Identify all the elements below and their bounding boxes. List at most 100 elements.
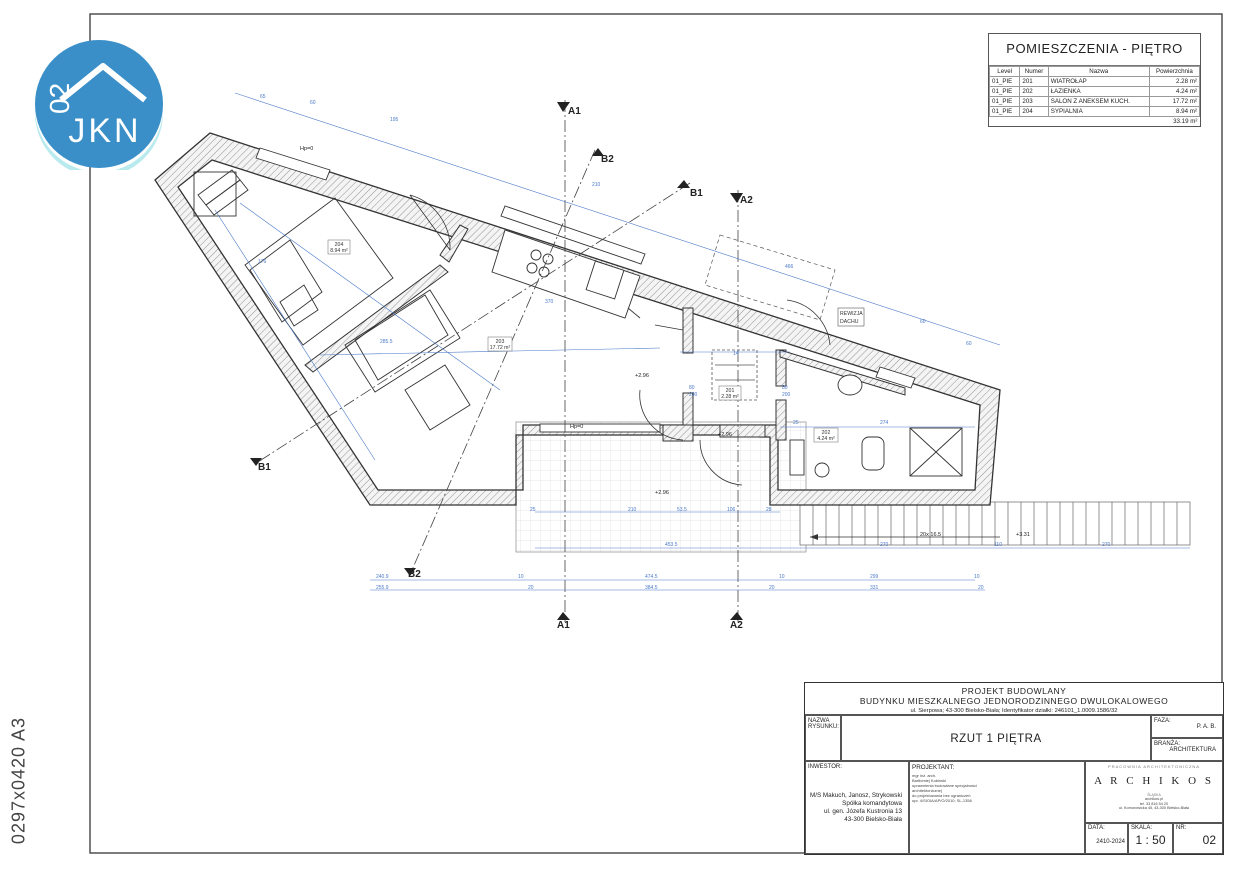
dim-top-8: 60 (966, 341, 972, 347)
number-cell: NR: 02 (1173, 823, 1223, 854)
cell: 01_PIE (988, 96, 1021, 107)
sofa (344, 289, 471, 431)
drawing-name: RZUT 1 PIĘTRA (950, 733, 1042, 745)
level-mark-1: +2.96 (635, 373, 649, 379)
dim-b1-3: 10 (779, 574, 785, 580)
windows (193, 147, 916, 433)
designer-cell: PROJEKTANT: mgr inż. arch. Bartłomiej Ko… (909, 761, 1085, 854)
studio-line-1: archikos.pl (1144, 797, 1164, 801)
table-row: 01_PIE 201 WIATROŁAP 2.28 m² (988, 76, 1201, 87)
room-202-number: 202 (822, 430, 831, 436)
section-label-b1-bottom: B1 (258, 462, 271, 473)
studio-block: archikos.pl tel. 33 816 54 20 ul. Komoro… (1086, 797, 1222, 811)
roof-hatch-label-2: DACHU (840, 319, 859, 325)
investor-label: INWESTOR: (808, 764, 842, 770)
cell: 01_PIE (988, 76, 1021, 87)
room-203-number: 203 (496, 339, 505, 345)
date-value: 2410-2024 (1096, 839, 1125, 845)
cell: 8.94 m² (1148, 106, 1201, 117)
room-201-area: 2.28 m² (721, 394, 739, 400)
cell: 202 (1019, 86, 1049, 97)
room-203-area: 17.72 m² (490, 345, 511, 351)
designer-label: PROJEKTANT: (912, 764, 955, 771)
cell: 01_PIE (988, 106, 1021, 117)
logo-number: 02 (44, 83, 75, 114)
roof-hatch-label-box (837, 307, 865, 327)
dim-inner-2: 176 (258, 259, 267, 265)
section-arrows (250, 102, 743, 620)
branch-value: ARCHITEKTURA (1169, 747, 1216, 753)
dim-mid-8: 270 (1102, 542, 1111, 548)
doors (409, 194, 831, 486)
drawing-name-label-1: NAZWA (808, 718, 830, 724)
cell: 4.24 m² (1148, 86, 1201, 97)
col-number: Numer (1019, 66, 1049, 77)
cell: SALON Z ANEKSEM KUCH. (1047, 96, 1150, 107)
phase-label: FAZA: (1154, 718, 1171, 724)
dim-inner-7: 25 (793, 420, 799, 426)
phase-value: P. A. B. (1196, 724, 1216, 730)
sheet-format-label: 0297x0420 A3 (8, 716, 29, 845)
cell: ŁAZIENKA (1047, 86, 1150, 97)
dim-inner-0: 370 (545, 299, 554, 305)
date-label: DATA: (1088, 825, 1105, 831)
dim-mid-7: 110 (994, 542, 1002, 548)
drawing-name-label-cell: NAZWA RYSUNKU: (805, 715, 841, 761)
designer-line-5: do projektowania bez ograniczeń (912, 793, 971, 798)
dim-b1-5: 10 (974, 574, 980, 580)
room-schedule-header: Level Numer Nazwa Powierzchnia (988, 66, 1201, 77)
height-mark-2: Hp=0 (570, 424, 583, 430)
designer-line-3: uprawnienia budowlane specjalności (912, 783, 977, 788)
investor-line-3: ul. gen. Józefa Kustronia 13 (823, 808, 902, 815)
designer-line-2: Bartłomiej Kobinski (912, 778, 947, 783)
logo-circle (35, 40, 163, 168)
dim-b2-5: 20 (978, 585, 984, 591)
staircase (799, 501, 1191, 546)
investor-line-4: 43-300 Bielsko-Biała (844, 816, 902, 823)
table-row: 01_PIE 204 SYPIALNIA 8.94 m² (988, 106, 1201, 117)
dim-b2-4: 331 (870, 585, 879, 591)
dim-inner-8: 200 (689, 392, 698, 398)
cell: 2.28 m² (1148, 76, 1201, 87)
cell: 201 (1019, 76, 1049, 87)
jkn-logo: 02 JKN (35, 40, 163, 170)
dim-inner-1: 285.5 (380, 339, 393, 345)
project-name: BUDYNKU MIESZKALNEGO JEDNORODZINNEGO DWU… (859, 696, 1169, 706)
cell: 17.72 m² (1148, 96, 1201, 107)
dim-inner-9: 200 (782, 392, 791, 398)
dim-b1-1: 10 (518, 574, 524, 580)
level-mark-2: +2.96 (718, 432, 732, 438)
cell: 01_PIE (988, 86, 1021, 97)
designer-block: mgr inż. arch. Bartłomiej Kobinski upraw… (910, 773, 1084, 803)
col-name: Nazwa (1047, 66, 1150, 77)
dim-top-0: 65 (260, 94, 266, 100)
branch-cell: BRANŻA: ARCHITEKTURA (1151, 738, 1223, 761)
section-label-a2-top: A2 (740, 195, 753, 206)
dim-b1-2: 474.5 (645, 574, 658, 580)
total-area: 33.19 m² (1173, 118, 1198, 125)
date-cell: DATA: 2410-2024 (1085, 823, 1128, 854)
designer-line-4: architektonicznej (912, 788, 942, 793)
scale-cell: SKALA: 1 : 50 (1128, 823, 1173, 854)
dim-b2-2: 384.5 (645, 585, 658, 591)
number-label: NR: (1176, 825, 1187, 831)
title-block: PROJEKT BUDOWLANY BUDYNKU MIESZKALNEGO J… (804, 682, 1224, 855)
dim-mid-0: 25 (530, 507, 536, 513)
dim-top-1: 60 (310, 100, 316, 106)
section-lines (257, 100, 739, 625)
dim-mid-6: 270 (880, 542, 889, 548)
project-header: PROJEKT BUDOWLANY BUDYNKU MIESZKALNEGO J… (805, 683, 1223, 715)
dim-b1-4: 299 (870, 574, 879, 580)
project-type: PROJEKT BUDOWLANY (961, 686, 1067, 696)
dim-inner-5: 80 (782, 385, 788, 391)
project-address: ul. Sierpowa; 43-300 Bielsko-Biała; Iden… (910, 708, 1118, 714)
studio-cell: PRACOWNIA ARCHITEKTONICZNA A R C H I K O… (1085, 761, 1223, 823)
section-label-b2-top: B2 (601, 154, 614, 165)
bed (197, 169, 394, 346)
interior-walls (304, 224, 906, 442)
investor-line-1: M/S Makuch, Janosz, Strykowski (809, 792, 902, 799)
dim-b2-1: 20 (528, 585, 534, 591)
room-201-number: 201 (726, 388, 735, 394)
balcony (515, 421, 1191, 553)
level-mark-3: +2.96 (655, 490, 669, 496)
